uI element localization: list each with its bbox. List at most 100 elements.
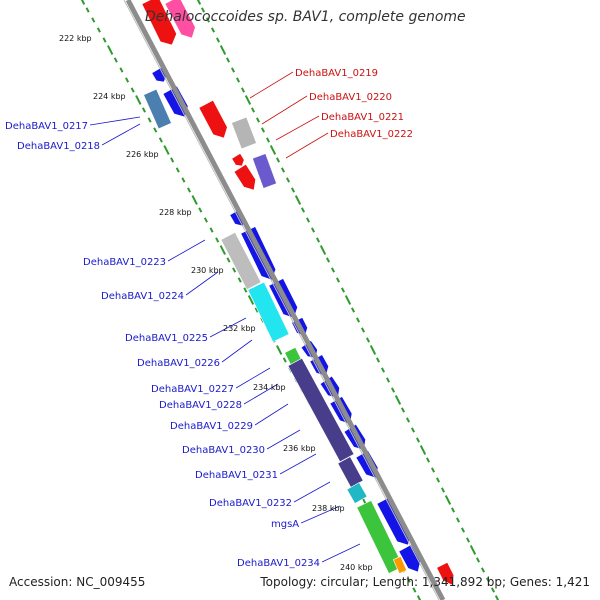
gc-tick xyxy=(325,257,331,263)
gc-tick xyxy=(419,445,427,455)
label-leader xyxy=(249,71,294,99)
gc-tick xyxy=(255,117,261,123)
gc-tick xyxy=(91,17,96,23)
gene-label-left: DehaBAV1_0224 xyxy=(101,291,184,302)
gc-tick xyxy=(375,357,381,363)
gc-tick xyxy=(416,595,422,600)
label-leader xyxy=(254,403,289,426)
gc-tick xyxy=(406,577,411,583)
gc-tick xyxy=(200,7,206,13)
label-leader xyxy=(279,453,317,475)
gc-tick xyxy=(465,537,471,543)
gc-tick xyxy=(405,417,411,423)
gc-tick xyxy=(250,107,256,113)
gc-tick xyxy=(276,345,283,355)
label-leader xyxy=(300,505,341,524)
gc-tick xyxy=(141,107,146,113)
gc-tick xyxy=(244,95,252,105)
gene-label-left: DehaBAV1_0231 xyxy=(195,470,278,481)
gene-label-left: DehaBAV1_0223 xyxy=(83,257,166,268)
gc-tick xyxy=(163,145,170,155)
cog-block xyxy=(231,116,257,150)
gene-block xyxy=(198,99,228,139)
gc-tick xyxy=(158,137,163,143)
gc-tick xyxy=(305,217,311,223)
gene-label-left: DehaBAV1_0226 xyxy=(137,358,220,369)
label-leader xyxy=(221,339,253,363)
backbone-edge xyxy=(123,0,440,600)
gc-tick xyxy=(203,217,208,223)
gc-tick xyxy=(205,17,211,23)
scale-tick-label: 238 kbp xyxy=(312,504,345,513)
gene-track xyxy=(141,0,455,586)
genome-backbone xyxy=(123,0,446,600)
label-leader xyxy=(321,543,361,563)
gc-tick xyxy=(300,207,306,213)
gc-tick xyxy=(450,507,456,513)
label-leader xyxy=(167,239,206,262)
gc-tick xyxy=(365,337,371,343)
cog-block xyxy=(252,153,277,189)
gc-tick xyxy=(475,557,481,563)
gc-tick xyxy=(119,67,124,73)
gene-block xyxy=(164,0,196,39)
gc-tick xyxy=(96,27,101,33)
gc-tick xyxy=(265,137,271,143)
backbone-line xyxy=(125,0,446,600)
cog-block xyxy=(247,281,290,343)
gene-label-right: DehaBAV1_0220 xyxy=(309,92,392,103)
gc-tick xyxy=(191,195,198,205)
gc-tick xyxy=(181,177,186,183)
gc-tick xyxy=(435,477,441,483)
gc-tick xyxy=(480,567,486,573)
cog-block xyxy=(392,556,408,574)
gc-tick xyxy=(400,407,406,413)
gc-tick xyxy=(275,157,281,163)
gc-tick xyxy=(394,395,402,405)
label-leader xyxy=(101,123,141,146)
gc-tick xyxy=(210,27,216,33)
gc-tick xyxy=(410,427,416,433)
scale-tick-label: 228 kbp xyxy=(159,208,192,217)
cog-block xyxy=(220,231,262,291)
gc-tick xyxy=(215,237,220,243)
gc-tick xyxy=(340,287,346,293)
gc-tick xyxy=(102,37,107,43)
cog-block xyxy=(337,456,364,488)
gc-tick xyxy=(280,167,286,173)
gc-tick xyxy=(425,457,431,463)
scale-tick-label: 236 kbp xyxy=(283,444,316,453)
gc-tick xyxy=(125,77,130,83)
gc-tick xyxy=(254,307,259,313)
gc-tick xyxy=(285,177,291,183)
scale-tick-label: 240 kbp xyxy=(340,563,373,572)
gc-tick xyxy=(80,0,86,5)
gene-label-left: DehaBAV1_0229 xyxy=(170,421,253,432)
gc-tick xyxy=(344,295,352,305)
gc-tick xyxy=(485,577,491,583)
gc-tick xyxy=(260,127,266,133)
gc-tick xyxy=(282,357,287,363)
gc-tick xyxy=(226,257,231,263)
gene-label-left: DehaBAV1_0225 xyxy=(125,333,208,344)
gc-tick xyxy=(269,145,277,155)
gene-label-left: DehaBAV1_0227 xyxy=(151,384,234,395)
gene-labels: DehaBAV1_0217DehaBAV1_0218DehaBAV1_0223D… xyxy=(5,68,413,569)
accession-text: Accession: NC_009455 xyxy=(9,575,146,589)
gc-tick xyxy=(196,0,202,5)
gc-tick xyxy=(350,307,356,313)
gc-tick xyxy=(225,57,231,63)
gc-tick xyxy=(315,237,321,243)
label-leader xyxy=(266,429,301,450)
label-leader xyxy=(235,367,271,389)
gene-block xyxy=(398,544,421,573)
gene-label-left: DehaBAV1_0234 xyxy=(237,558,320,569)
gene-label-left: DehaBAV1_0230 xyxy=(182,445,265,456)
topology-text: Topology: circular; Length: 1,341,892 bp… xyxy=(260,575,590,589)
gc-tick xyxy=(460,527,466,533)
gene-label-right: DehaBAV1_0222 xyxy=(330,129,413,140)
gc-tick xyxy=(175,167,180,173)
gc-tick xyxy=(319,245,327,255)
gc-tick xyxy=(187,187,192,193)
gc-tick xyxy=(444,495,452,505)
